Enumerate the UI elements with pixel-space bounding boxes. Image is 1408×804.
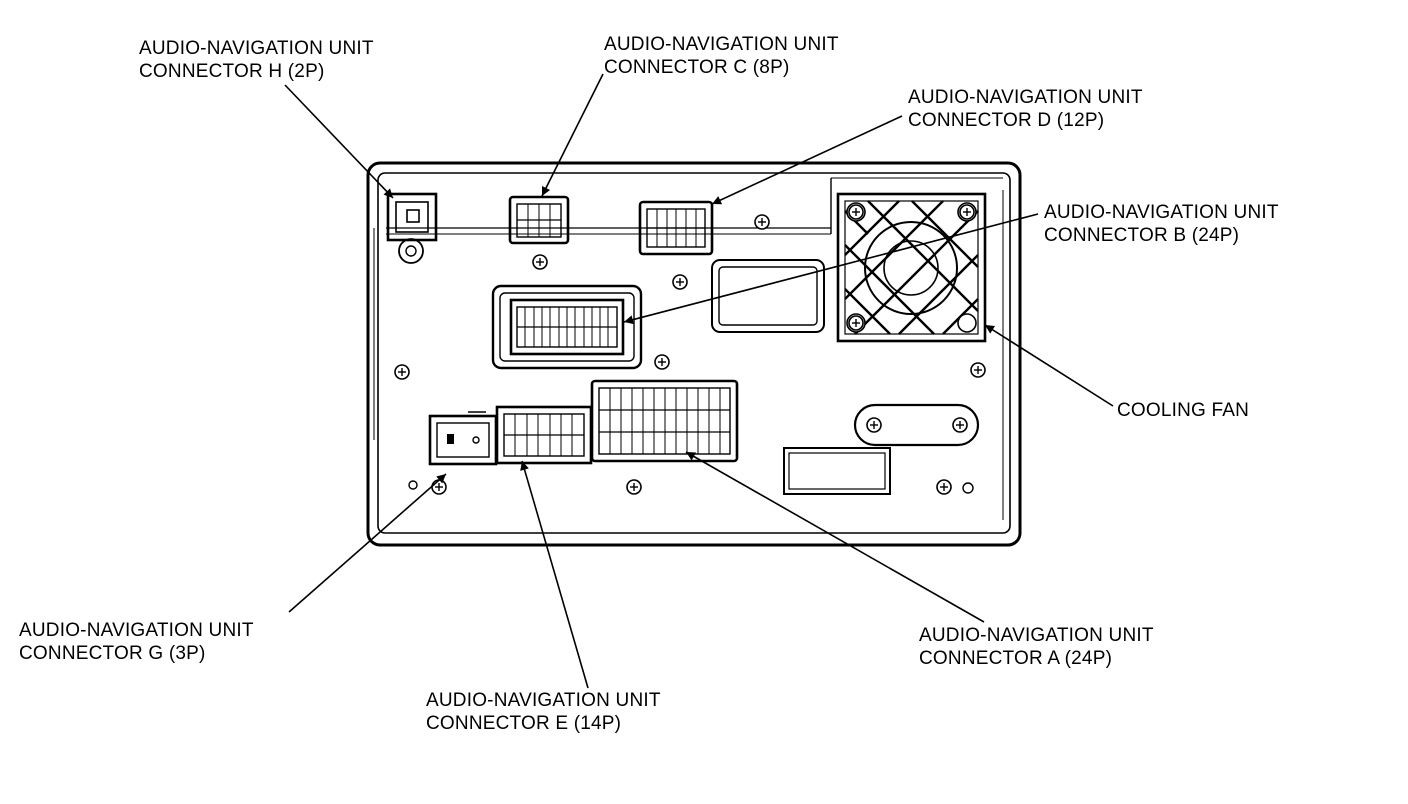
callout-connector-b: AUDIO-NAVIGATION UNIT CONNECTOR B (24P) (1044, 201, 1279, 247)
callout-connector-e: AUDIO-NAVIGATION UNIT CONNECTOR E (14P) (426, 689, 661, 735)
callout-a-line2: CONNECTOR A (24P) (919, 648, 1113, 669)
callout-g-line1: AUDIO-NAVIGATION UNIT (19, 620, 254, 641)
callout-connector-c: AUDIO-NAVIGATION UNIT CONNECTOR C (8P) (604, 33, 839, 79)
callout-connector-d: AUDIO-NAVIGATION UNIT CONNECTOR D (12P) (908, 86, 1143, 132)
leader-d (711, 115, 903, 205)
callout-connector-h: AUDIO-NAVIGATION UNIT CONNECTOR H (2P) (139, 37, 374, 83)
leader-a (685, 451, 985, 623)
leader-lines (284, 73, 1114, 689)
callout-g-line2: CONNECTOR G (3P) (19, 643, 206, 664)
callout-connector-a: AUDIO-NAVIGATION UNIT CONNECTOR A (24P) (919, 624, 1154, 670)
leader-e (520, 460, 589, 689)
connector-d (638, 200, 714, 256)
connector-a (590, 379, 739, 463)
mounting-bracket (853, 403, 980, 447)
callout-cooling-fan: COOLING FAN (1117, 399, 1249, 422)
leader-g (288, 473, 447, 613)
callout-e-line2: CONNECTOR E (14P) (426, 713, 622, 734)
callout-c-line1: AUDIO-NAVIGATION UNIT (604, 34, 839, 55)
connector-h (386, 192, 438, 264)
label-window (711, 259, 825, 333)
callout-connector-g: AUDIO-NAVIGATION UNIT CONNECTOR G (3P) (19, 619, 254, 665)
callout-b-line2: CONNECTOR B (24P) (1044, 225, 1240, 246)
cooling-fan (836, 192, 987, 343)
leader-h (284, 84, 394, 199)
callout-c-line2: CONNECTOR C (8P) (604, 57, 790, 78)
connector-e (495, 405, 593, 465)
leader-b (623, 213, 1039, 325)
screws (394, 214, 986, 495)
callout-h-line1: AUDIO-NAVIGATION UNIT (139, 38, 374, 59)
connector-c (508, 195, 570, 245)
leader-c (541, 73, 604, 197)
callout-b-line1: AUDIO-NAVIGATION UNIT (1044, 202, 1279, 223)
unit-housing (366, 161, 1022, 547)
sticker-plate (783, 447, 891, 495)
callout-a-line1: AUDIO-NAVIGATION UNIT (919, 625, 1154, 646)
leader-fan (984, 324, 1114, 407)
callout-d-line1: AUDIO-NAVIGATION UNIT (908, 87, 1143, 108)
callout-h-line2: CONNECTOR H (2P) (139, 61, 325, 82)
connector-g (428, 411, 498, 466)
callout-e-line1: AUDIO-NAVIGATION UNIT (426, 690, 661, 711)
connector-b (491, 284, 643, 370)
callout-fan-line1: COOLING FAN (1117, 400, 1250, 421)
callout-d-line2: CONNECTOR D (12P) (908, 110, 1105, 131)
